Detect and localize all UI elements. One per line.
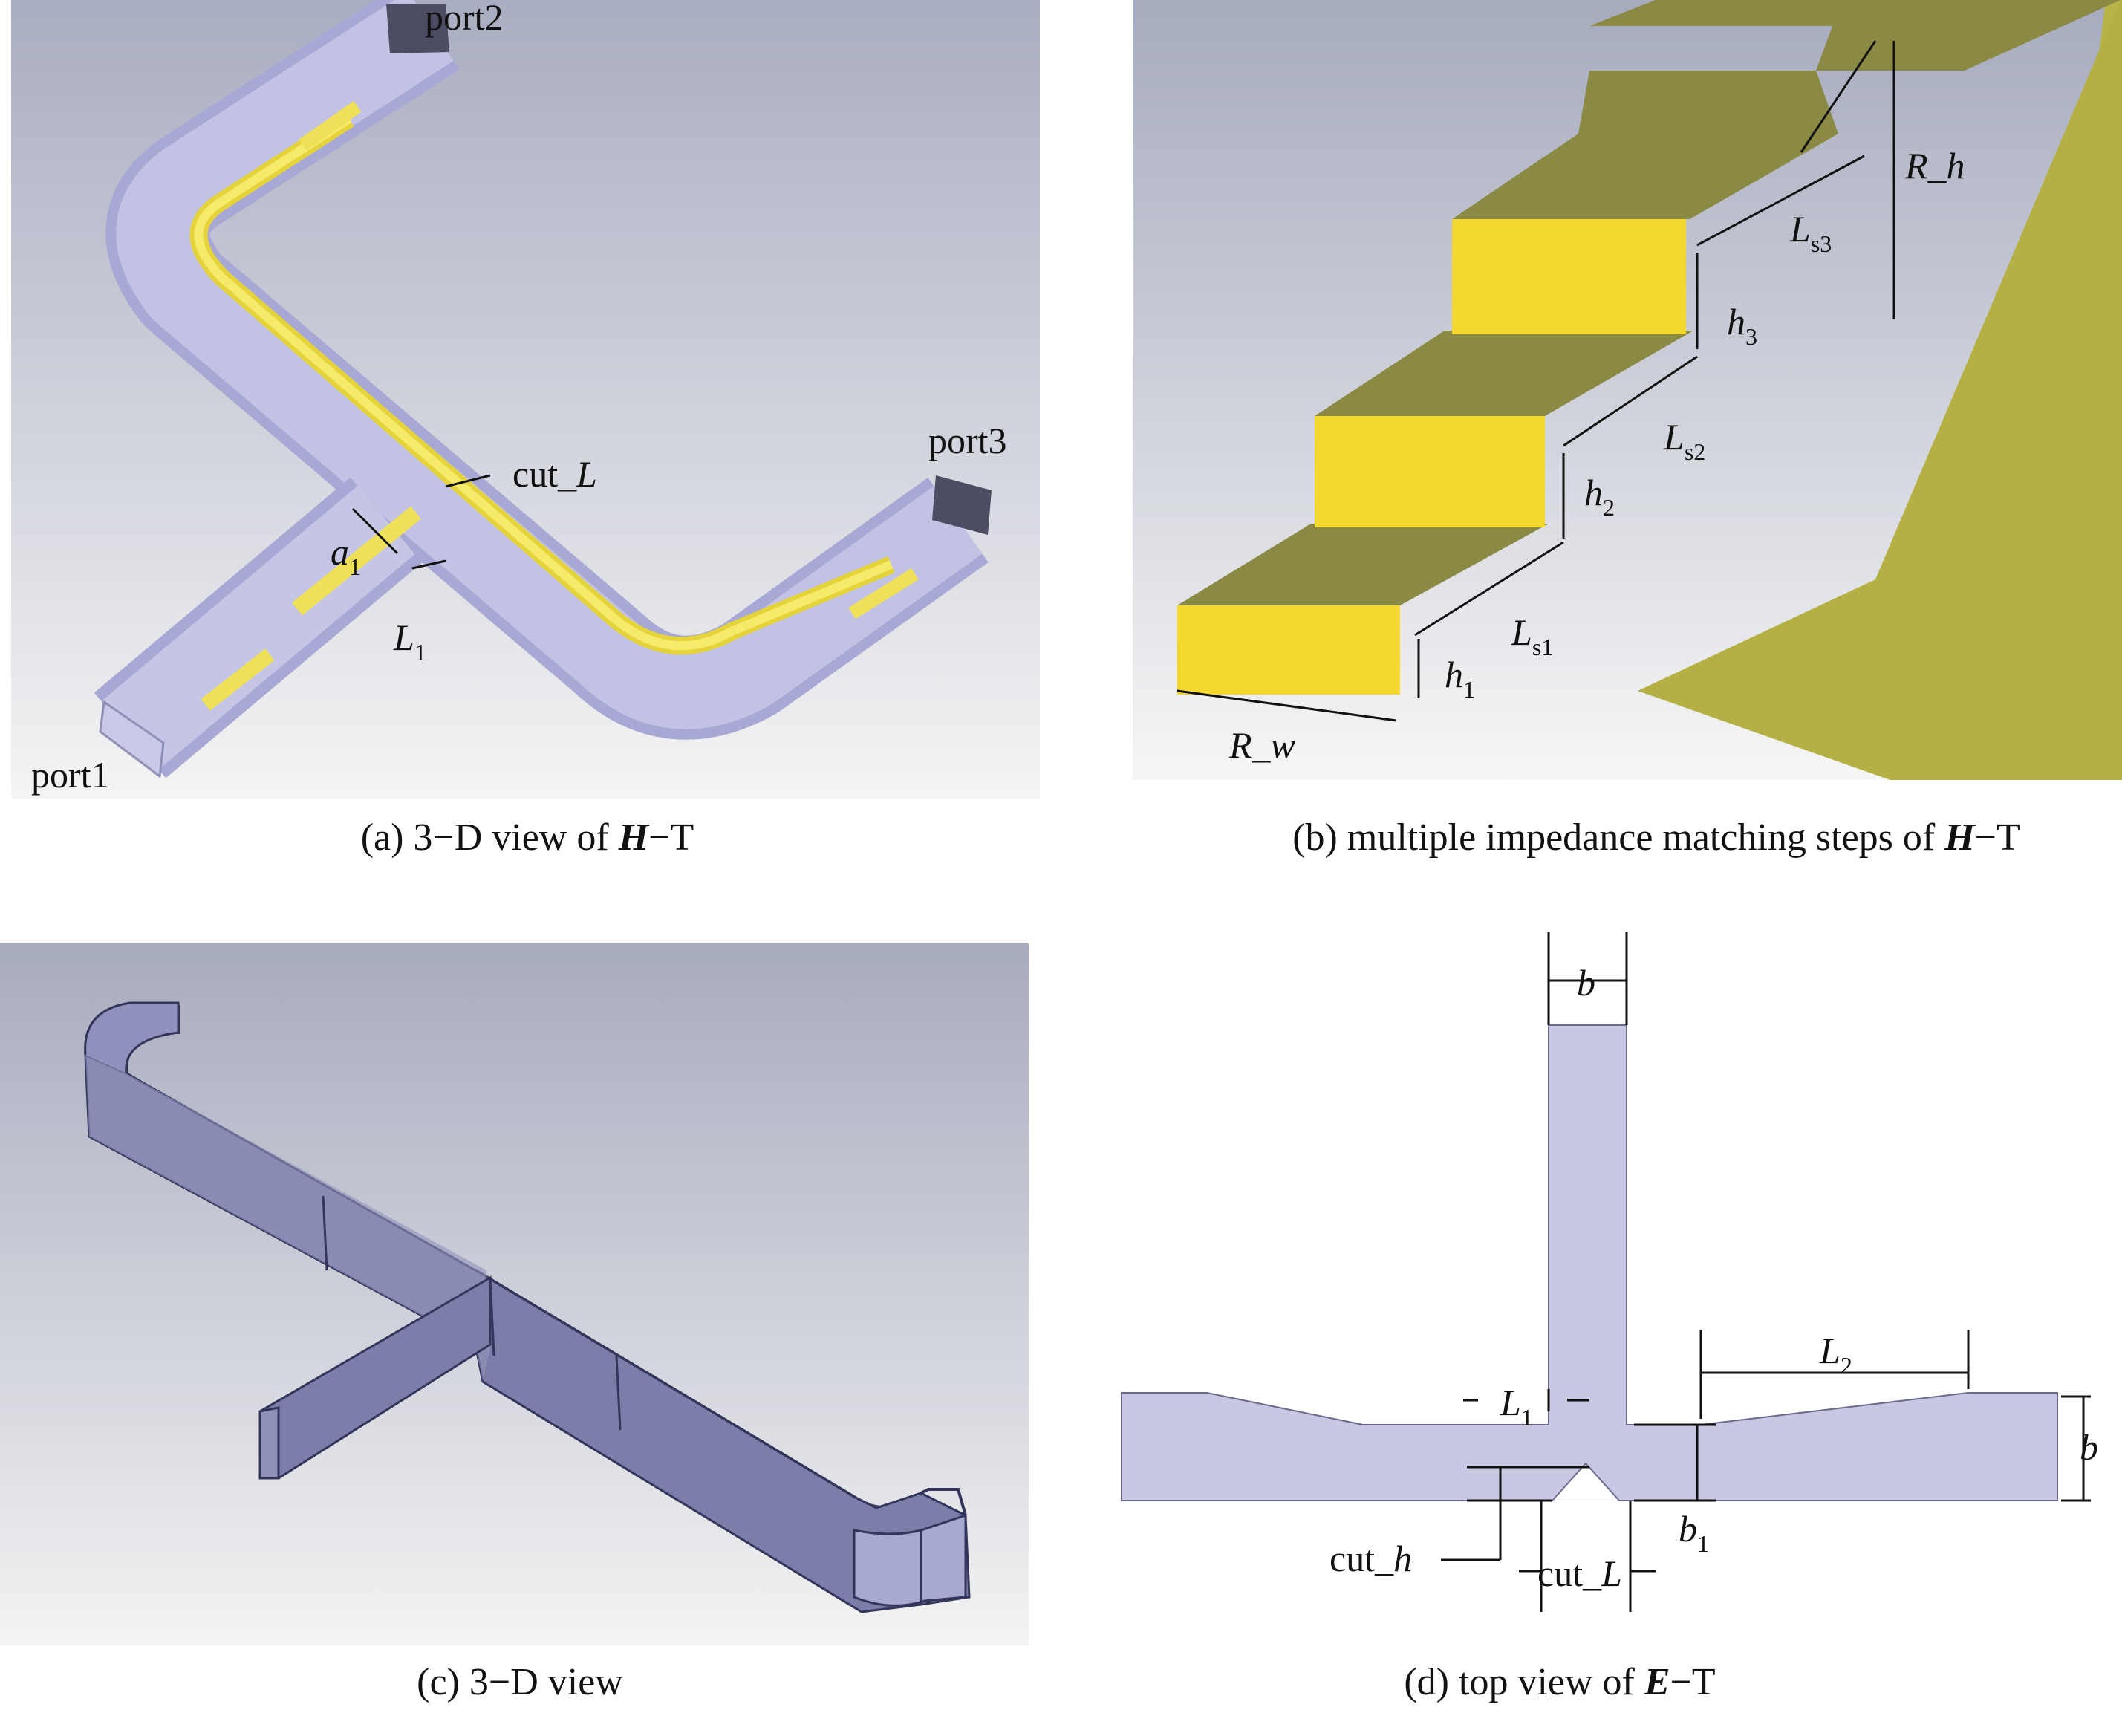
caption-a: (a) 3−D view of H−T	[360, 816, 694, 859]
panel-a-htee-3d-view: port2 port3 port1 cut_L a1 L1	[0, 0, 1040, 802]
caption-b: (b) multiple impedance matching steps of…	[1292, 816, 2020, 859]
panel-a-figure: port2 port3 port1 cut_L a1 L1	[11, 0, 1040, 799]
panel-b-figure: R_h R_w Ls3 Ls2 Ls1 h3 h2 h1	[1133, 0, 2122, 780]
h2-label: h2	[1584, 472, 1615, 521]
caption-d: (d) top view of E−T	[1404, 1661, 1716, 1703]
panel-a-dimensions	[351, 474, 491, 570]
h3-label: h3	[1727, 301, 1757, 350]
etee-outline	[1121, 1024, 2058, 1501]
stepped-ridge	[1177, 0, 2122, 780]
caption-c: (c) 3−D view	[417, 1661, 623, 1703]
port1-label: port1	[31, 754, 110, 796]
etee-waveguide-3d	[84, 1001, 971, 1613]
htee-waveguide-body	[94, 0, 992, 778]
l2-label: L2	[1819, 1330, 1852, 1379]
port2-step-blocks	[299, 100, 362, 151]
b1-label: b1	[1679, 1508, 1709, 1557]
port2-aperture	[386, 4, 449, 53]
port1-aperture	[99, 700, 165, 778]
panel-c-figure	[0, 943, 1029, 1645]
a1-label: a1	[331, 531, 361, 580]
h1-label: h1	[1445, 654, 1475, 703]
ls1-label: Ls1	[1511, 611, 1553, 660]
port3-aperture	[932, 475, 992, 535]
panel-d-etee-top-view: b b L1 L2 b1 cut_h cut_L	[1114, 929, 2122, 1657]
panel-b-matching-steps: R_h R_w Ls3 Ls2 Ls1 h3 h2 h1	[1133, 0, 2122, 802]
cut-l-label-d: cut_L	[1537, 1553, 1622, 1594]
port1-step-blocks	[201, 648, 275, 711]
ls3-label: Ls3	[1789, 208, 1832, 257]
r-h-label: R_h	[1904, 145, 1965, 186]
panel-d-dimensions	[1441, 932, 2091, 1612]
cut-h-label: cut_h	[1329, 1538, 1412, 1579]
etee-cut-notch	[1552, 1463, 1619, 1501]
port2-label: port2	[425, 0, 504, 38]
port3-label: port3	[928, 420, 1007, 461]
l1-top-label: L1	[1500, 1382, 1533, 1431]
panel-b-dimensions	[1176, 40, 1895, 722]
port3-step-blocks	[848, 568, 919, 620]
cut-l-label: cut_L	[512, 453, 597, 495]
htee-gold-ridge	[189, 100, 919, 711]
ls2-label: Ls2	[1663, 416, 1705, 465]
b-top-label: b	[1577, 962, 1595, 1004]
panel-c-etee-3d-view	[0, 943, 1032, 1649]
panel-d-figure: b b L1 L2 b1 cut_h cut_L	[1121, 932, 2098, 1612]
l1-label: L1	[393, 617, 426, 666]
r-w-label: R_w	[1228, 724, 1295, 766]
b-right-label: b	[2080, 1426, 2098, 1468]
